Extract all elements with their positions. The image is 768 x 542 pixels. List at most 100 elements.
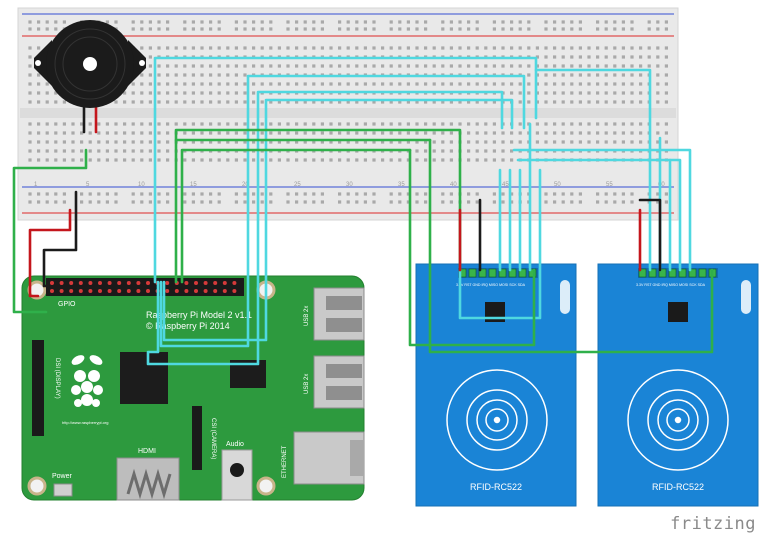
breadboard-hole <box>45 140 49 144</box>
breadboard-hole <box>372 158 376 162</box>
breadboard-hole <box>639 100 643 104</box>
breadboard-hole <box>630 122 634 126</box>
breadboard-hole <box>157 140 161 144</box>
breadboard-hole <box>346 140 350 144</box>
breadboard-hole <box>234 73 238 77</box>
breadboard-hole <box>226 140 230 144</box>
gpio-pin <box>146 289 150 293</box>
breadboard-hole <box>363 140 367 144</box>
breadboard-hole <box>372 20 376 24</box>
breadboard-hole <box>28 91 32 95</box>
audio-jack-hole <box>230 463 244 477</box>
breadboard-hole <box>338 64 342 68</box>
breadboard-hole <box>260 140 264 144</box>
breadboard-hole <box>621 200 625 204</box>
breadboard-hole <box>484 46 488 50</box>
breadboard-hole <box>269 46 273 50</box>
breadboard-hole <box>363 27 367 31</box>
breadboard-hole <box>458 20 462 24</box>
breadboard-hole <box>71 122 75 126</box>
breadboard-hole <box>475 122 479 126</box>
breadboard-hole <box>570 73 574 77</box>
breadboard-hole <box>432 122 436 126</box>
breadboard-hole <box>647 55 651 59</box>
breadboard-hole <box>338 158 342 162</box>
buzzer-hole <box>83 57 97 71</box>
breadboard-hole <box>664 20 668 24</box>
rfid-2-pin-labels: 3.3V RST GND IRQ MISO MOSI SCK SDA <box>636 283 706 287</box>
breadboard-hole <box>441 100 445 104</box>
rfid-header-pin <box>468 268 477 278</box>
breadboard-hole <box>415 200 419 204</box>
breadboard-hole <box>62 100 66 104</box>
breadboard-hole <box>28 158 32 162</box>
breadboard-hole <box>553 91 557 95</box>
breadboard-hole <box>449 46 453 50</box>
breadboard-hole <box>518 100 522 104</box>
breadboard-hole <box>553 46 557 50</box>
breadboard-hole <box>604 200 608 204</box>
breadboard-hole <box>88 200 92 204</box>
rfid-module-2: 3.3V RST GND IRQ MISO MOSI SCK SDA RFID-… <box>597 263 759 507</box>
buzzer-mount-hole <box>35 60 41 66</box>
breadboard-hole <box>114 100 118 104</box>
breadboard-hole <box>570 200 574 204</box>
breadboard-hole <box>363 46 367 50</box>
breadboard-hole <box>398 100 402 104</box>
breadboard-hole <box>621 100 625 104</box>
breadboard-hole <box>88 122 92 126</box>
breadboard-hole <box>561 20 565 24</box>
breadboard-hole <box>320 122 324 126</box>
breadboard-hole <box>389 64 393 68</box>
micro-usb-power-port <box>53 483 73 497</box>
gpio-pin <box>107 289 112 293</box>
rfid-header-pin <box>638 268 647 278</box>
breadboard-hole <box>183 192 187 196</box>
breadboard-hole <box>355 27 359 31</box>
breadboard-hole <box>183 158 187 162</box>
rfid-header-pin <box>488 268 497 278</box>
breadboard-hole <box>191 73 195 77</box>
breadboard-hole <box>587 100 591 104</box>
breadboard-hole <box>260 27 264 31</box>
breadboard-hole <box>303 192 307 196</box>
breadboard-hole <box>252 158 256 162</box>
breadboard-hole <box>243 27 247 31</box>
breadboard-hole <box>37 46 41 50</box>
breadboard-hole <box>570 122 574 126</box>
breadboard-hole <box>37 100 41 104</box>
breadboard-hole <box>492 140 496 144</box>
breadboard-hole <box>415 158 419 162</box>
breadboard-hole <box>570 140 574 144</box>
gpio-pin <box>232 281 237 285</box>
breadboard-hole <box>209 122 213 126</box>
breadboard-hole <box>234 158 238 162</box>
breadboard-hole <box>140 82 144 86</box>
breadboard-hole <box>45 158 49 162</box>
breadboard-hole <box>527 82 531 86</box>
breadboard-hole <box>286 20 290 24</box>
breadboard-hole <box>140 158 144 162</box>
dsi-connector <box>32 340 44 436</box>
breadboard-hole <box>295 20 299 24</box>
breadboard-hole <box>535 82 539 86</box>
breadboard-hole <box>587 55 591 59</box>
breadboard-hole <box>535 73 539 77</box>
breadboard-hole <box>183 91 187 95</box>
breadboard-hole <box>45 91 49 95</box>
breadboard-hole <box>621 131 625 135</box>
breadboard-hole <box>630 140 634 144</box>
breadboard-hole <box>97 192 101 196</box>
breadboard-hole <box>320 200 324 204</box>
breadboard-hole <box>217 27 221 31</box>
breadboard-hole <box>621 27 625 31</box>
breadboard-hole <box>191 20 195 24</box>
breadboard-hole <box>200 192 204 196</box>
breadboard-hole <box>338 200 342 204</box>
breadboard-hole <box>424 100 428 104</box>
breadboard-hole <box>372 82 376 86</box>
breadboard-hole <box>492 131 496 135</box>
breadboard-hole <box>200 91 204 95</box>
breadboard-hole <box>578 131 582 135</box>
breadboard-hole <box>295 192 299 196</box>
